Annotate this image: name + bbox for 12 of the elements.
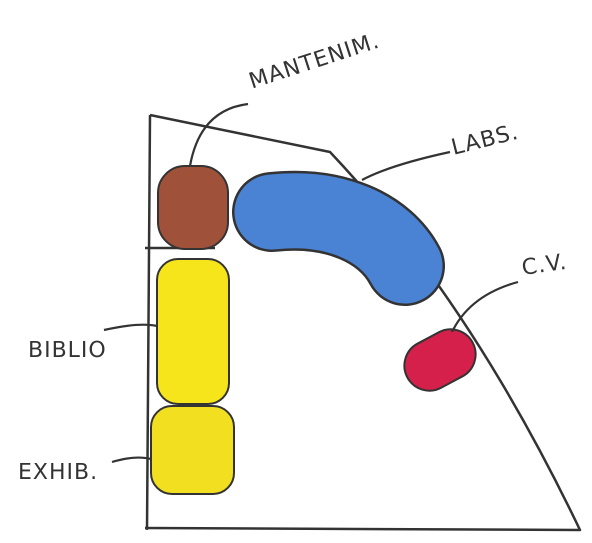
zone-label: LABS. xyxy=(449,122,522,160)
leader-line xyxy=(362,150,450,181)
leader-line xyxy=(188,102,248,166)
maintenance-zone xyxy=(157,165,229,250)
leader-line xyxy=(104,324,158,332)
leader-line xyxy=(451,280,518,333)
library-zone xyxy=(156,258,230,405)
zone-label: BIBLIO xyxy=(28,340,107,362)
exhibition-zone xyxy=(150,405,235,495)
zone-label: C.V. xyxy=(520,252,569,280)
leader-line xyxy=(112,456,152,464)
zone-label: EXHIB. xyxy=(18,462,98,484)
